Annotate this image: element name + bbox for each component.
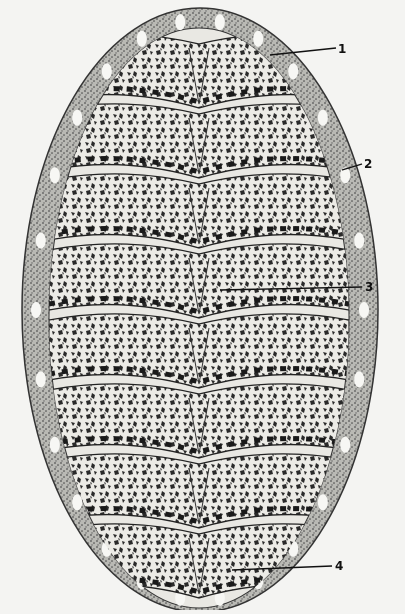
label-1: 1: [338, 42, 346, 56]
girdle-spot: [175, 14, 185, 30]
girdle-spot: [50, 167, 60, 183]
girdle-spot: [36, 371, 46, 387]
girdle-spot: [340, 437, 350, 453]
girdle-spot: [50, 437, 60, 453]
girdle-spot: [215, 14, 225, 30]
shell-plates: [49, 34, 349, 598]
label-2: 2: [364, 157, 372, 171]
girdle-spot: [31, 302, 41, 318]
girdle-spot: [318, 494, 328, 510]
girdle-spot: [137, 31, 147, 47]
girdle-spot: [102, 63, 112, 79]
girdle-spot: [354, 371, 364, 387]
girdle-spot: [359, 302, 369, 318]
girdle-spot: [72, 494, 82, 510]
girdle-spot: [288, 63, 298, 79]
girdle-spot: [354, 233, 364, 249]
girdle-spot: [36, 233, 46, 249]
label-3: 3: [365, 280, 373, 294]
girdle-spot: [318, 110, 328, 126]
girdle-spot: [72, 110, 82, 126]
girdle-spot: [253, 31, 263, 47]
label-4: 4: [335, 559, 343, 573]
